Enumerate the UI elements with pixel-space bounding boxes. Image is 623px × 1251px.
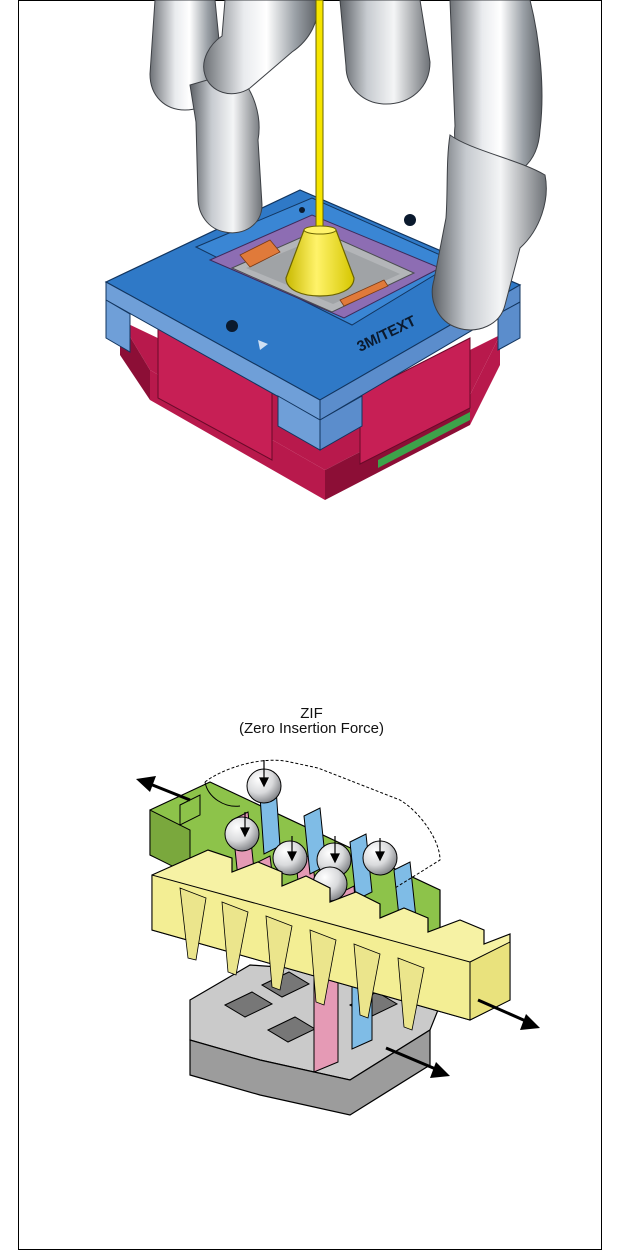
zif-diagram-subtitle: (Zero Insertion Force): [238, 720, 385, 737]
contact-pad-left: [239, 239, 281, 268]
mount-hole: [404, 214, 416, 226]
robot-finger-left: [149, 0, 263, 234]
package-outline-solid: [204, 781, 241, 807]
package-outline: [204, 759, 441, 889]
slide-direction-arrows: [136, 776, 540, 1078]
side-panel-right: [359, 337, 471, 465]
down-arrow-icons: [240, 760, 385, 864]
yellow-slider-block: [151, 849, 511, 1031]
mount-hole: [299, 207, 305, 213]
arrow-left-icon: [136, 776, 156, 792]
robot-finger-middle: [203, 0, 431, 105]
arrow-right-icon: [520, 1014, 540, 1030]
contact-pad-right: [339, 279, 389, 307]
mount-hole: [226, 320, 238, 332]
robot-finger-right: [431, 0, 547, 331]
zif-diagram-title: ZIF: [300, 705, 323, 722]
arrow-right-icon: [430, 1062, 450, 1078]
probe: [285, 0, 355, 297]
pcb-strip: [378, 412, 470, 468]
zif-mechanism-illustration: [136, 759, 540, 1116]
socket-illustration: 3M/TEXT: [104, 0, 547, 500]
orientation-triangle-icon: [258, 340, 268, 350]
